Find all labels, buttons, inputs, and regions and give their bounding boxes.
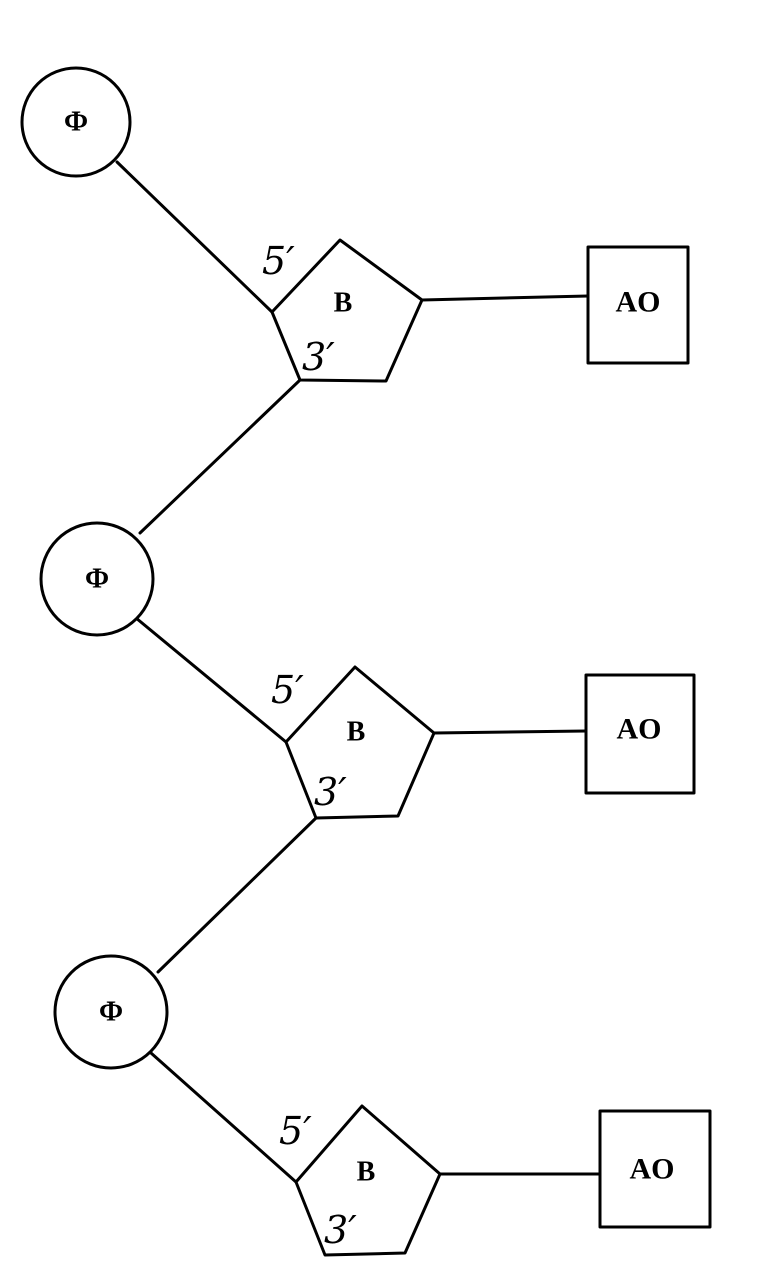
phosphate-circle-3 (53, 954, 169, 1070)
sugar-base-bond-2 (432, 729, 588, 735)
sugar-3prime-label-2: 3′ (314, 770, 347, 814)
sugar-label-1: B (334, 288, 353, 319)
base-box-2 (584, 673, 696, 795)
sugar-pentagon-1 (270, 238, 424, 383)
sugar-3prime-label-1: 3′ (302, 335, 335, 379)
base-label-3: AO (630, 1153, 675, 1186)
base-label-1: AO (616, 286, 661, 319)
phosphate-sugar-bond-3 (149, 1051, 298, 1184)
phosphate-label-3: Ф (99, 997, 123, 1028)
sugar-5prime-label-2: 5′ (271, 668, 304, 712)
base-box-1 (586, 245, 690, 365)
base-box-3 (598, 1109, 712, 1229)
phosphate-circle-2 (39, 521, 155, 637)
sugar-next-phosphate-bond-1 (138, 378, 302, 535)
phosphate-circle-1 (20, 66, 132, 178)
sugar-pentagon-3 (294, 1104, 442, 1257)
sugar-5prime-label-1: 5′ (262, 239, 295, 283)
sugar-3prime-label-3: 3′ (324, 1208, 357, 1252)
sugar-pentagon-2 (284, 665, 436, 820)
phosphate-label-1: Ф (64, 107, 88, 138)
phosphate-sugar-bond-1 (115, 160, 274, 314)
phosphate-label-2: Ф (85, 564, 109, 595)
sugar-5prime-label-3: 5′ (279, 1109, 312, 1153)
sugar-base-bond-1 (420, 294, 590, 302)
phosphate-sugar-bond-2 (134, 616, 288, 744)
sugar-next-phosphate-bond-2 (156, 816, 318, 974)
base-label-2: AO (617, 713, 662, 746)
sugar-label-3: B (357, 1157, 376, 1188)
sugar-label-2: B (347, 717, 366, 748)
